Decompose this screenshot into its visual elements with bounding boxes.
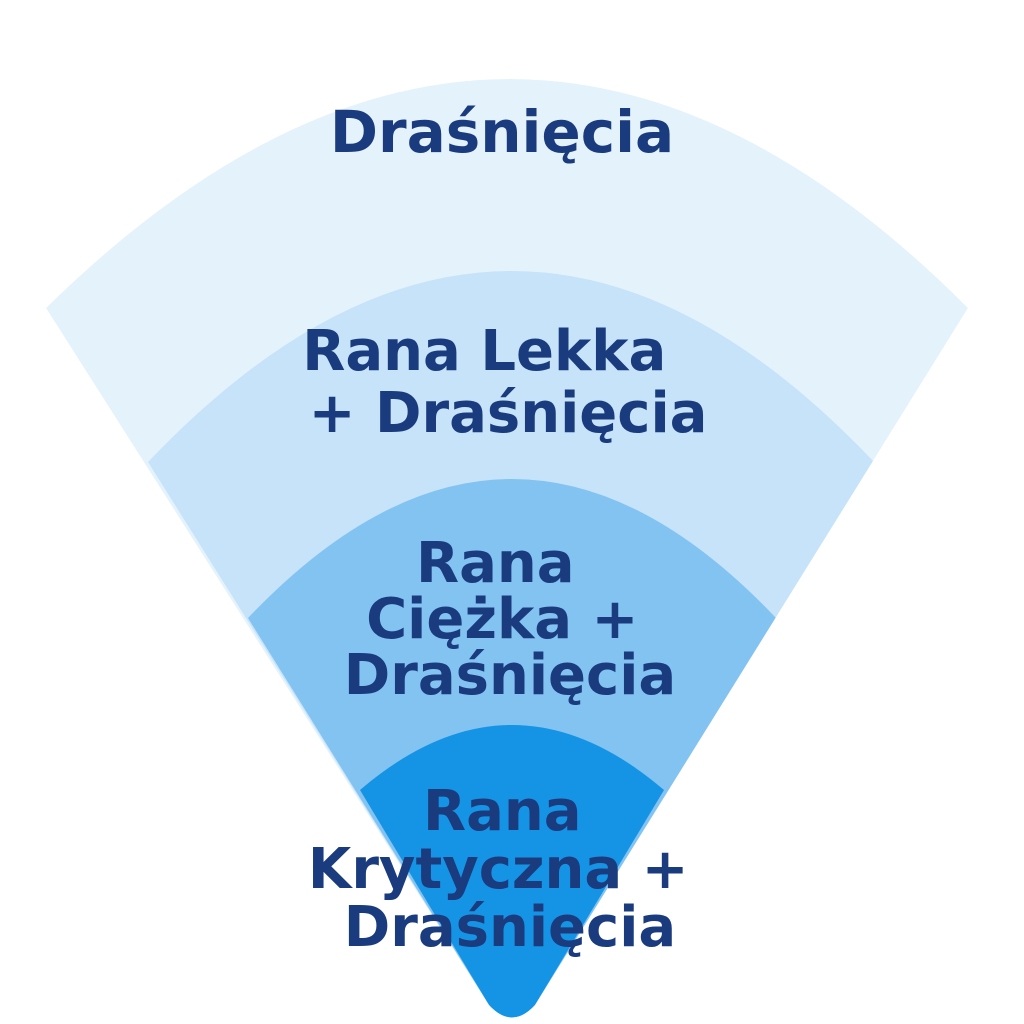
layer-critical-label: Rana Krytyczna + Draśnięcia xyxy=(308,779,708,960)
layer-outer-label: Draśnięcia xyxy=(330,98,674,166)
layer-light-label: Rana Lekka + Draśnięcia xyxy=(302,319,707,446)
layer-heavy-label: Rana Ciężka + Draśnięcia xyxy=(344,531,676,708)
layer-critical-band xyxy=(360,725,664,1018)
